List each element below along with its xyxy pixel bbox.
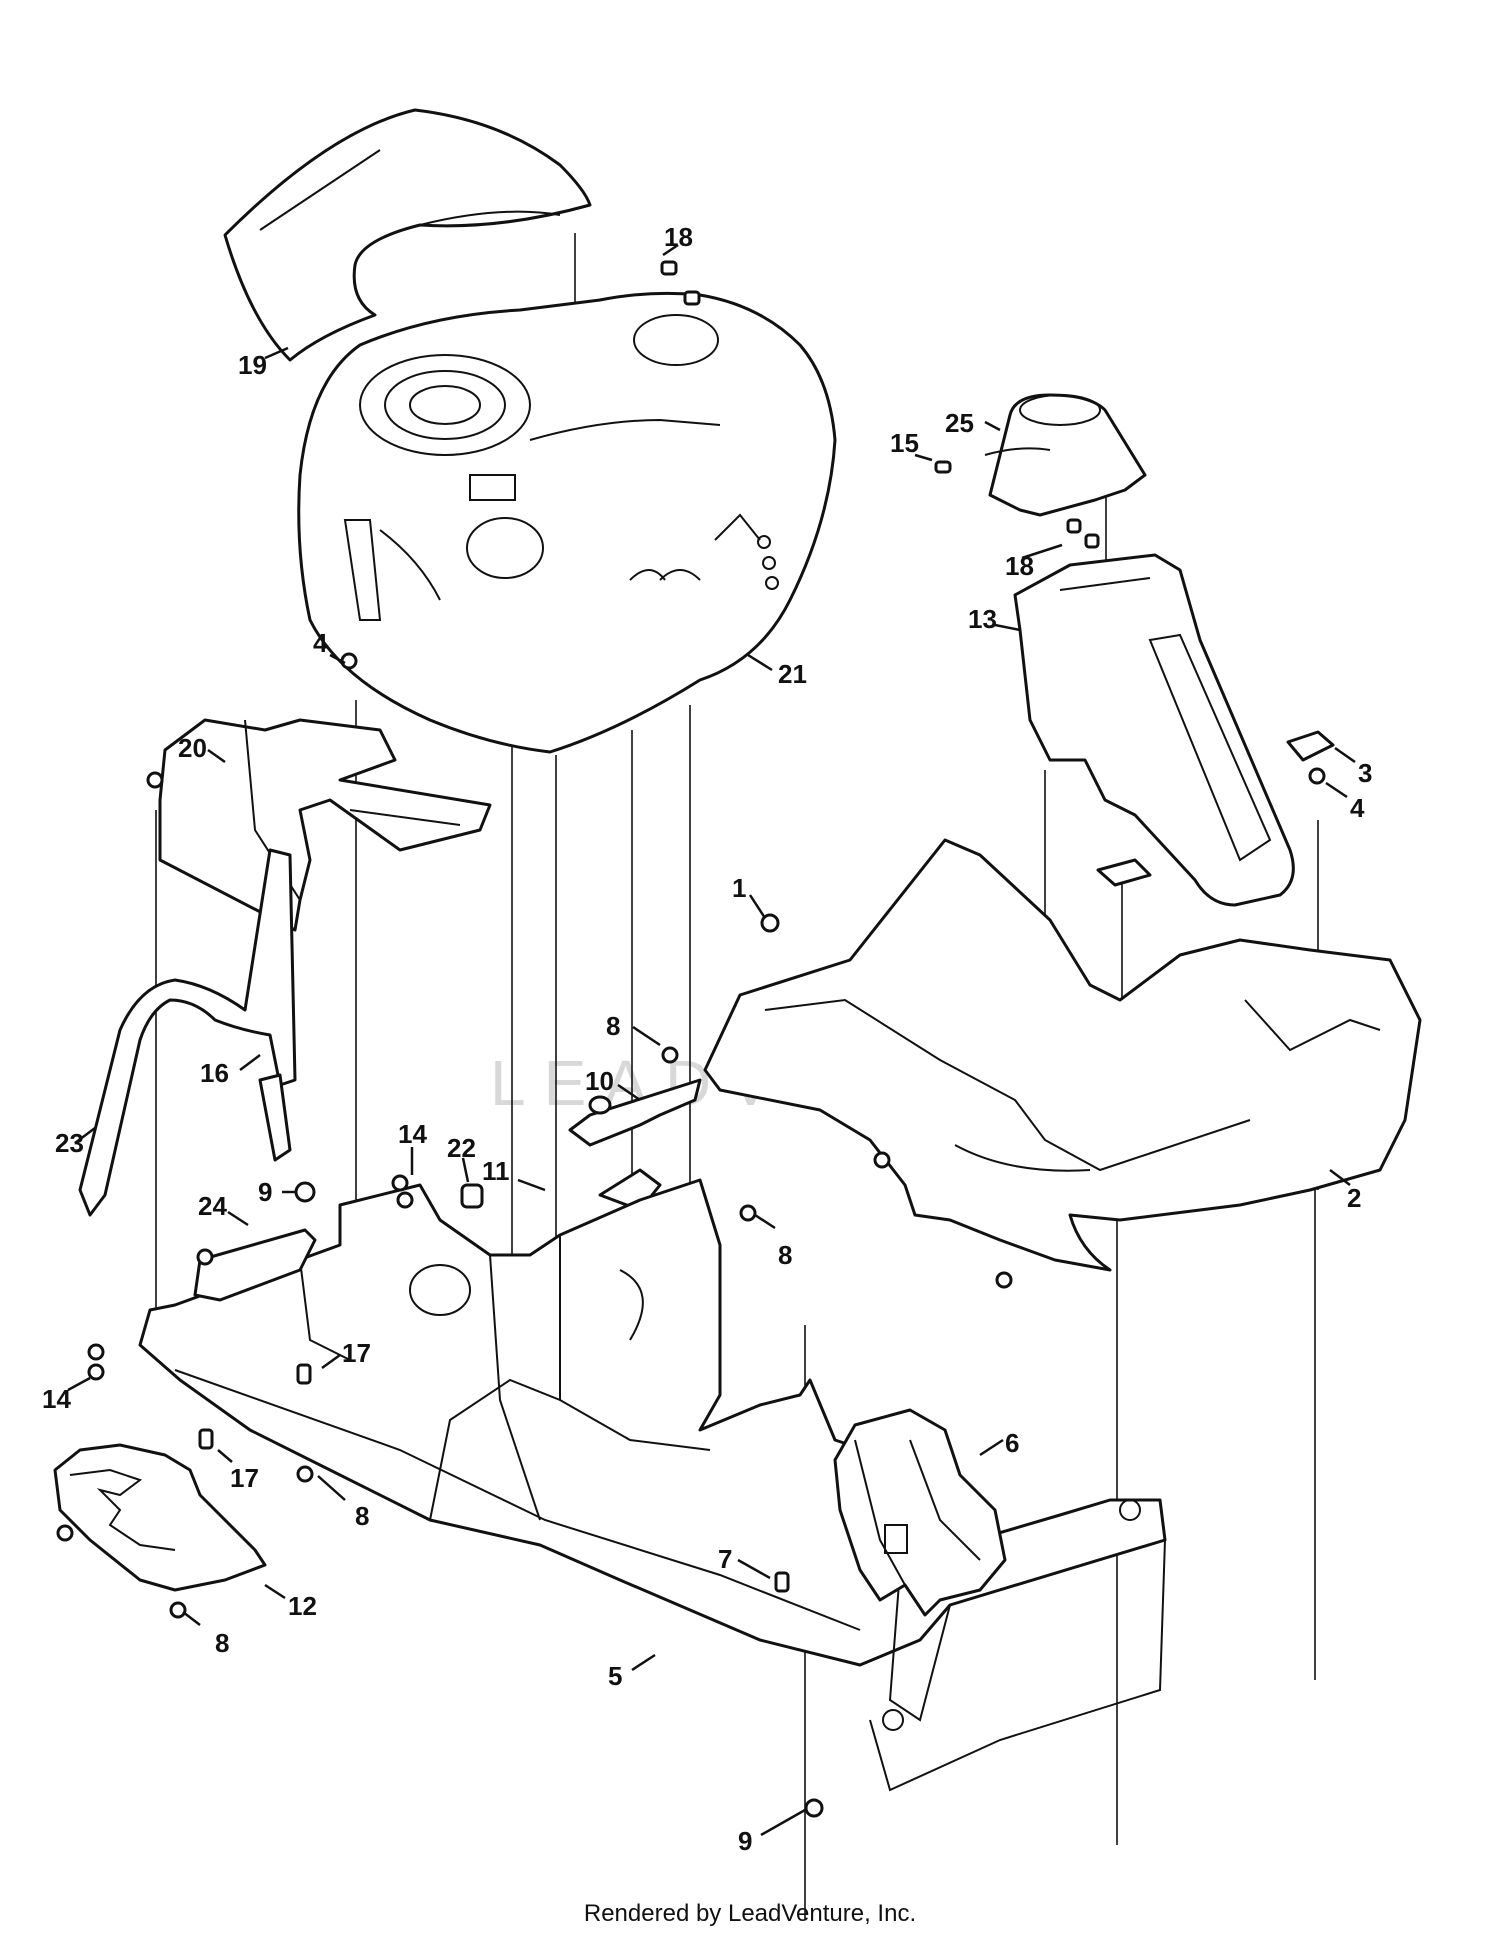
part-22-bumper (460, 1183, 484, 1209)
callout-17-top: 17 (342, 1338, 371, 1368)
callout-23: 23 (55, 1128, 84, 1158)
callout-13: 13 (968, 604, 997, 634)
callout-17-bottom: 17 (230, 1463, 259, 1493)
callouts: 19 18 21 4 25 15 18 13 3 4 20 1 8 10 16 … (42, 222, 1372, 1856)
part-cap-second (1096, 858, 1152, 887)
callout-25: 25 (945, 408, 974, 438)
part-2-fender (703, 838, 1422, 1272)
callout-2: 2 (1347, 1183, 1361, 1213)
hardware (56, 260, 1326, 1818)
callout-8-bottom: 8 (215, 1628, 229, 1658)
callout-15: 15 (890, 428, 919, 458)
callout-5: 5 (608, 1661, 622, 1691)
part-21-hood (297, 291, 837, 754)
callout-18-right: 18 (1005, 551, 1034, 581)
part-19-cover (223, 108, 592, 362)
part-3-cap (1286, 730, 1335, 762)
callout-14-left: 14 (42, 1384, 71, 1414)
part-13-console (1013, 553, 1295, 907)
part-25-steering-cover (984, 393, 1147, 517)
callout-9-bottom: 9 (738, 1826, 752, 1856)
part-16-bracket (258, 1073, 292, 1162)
callout-8-right: 8 (778, 1240, 792, 1270)
callout-4-left: 4 (313, 628, 328, 658)
callout-9-top: 9 (258, 1177, 272, 1207)
callout-24: 24 (198, 1191, 227, 1221)
callout-21: 21 (778, 659, 807, 689)
callout-8-center: 8 (606, 1011, 620, 1041)
part-10-knob (588, 1095, 612, 1115)
leader-lines (67, 243, 1356, 1837)
callout-1: 1 (732, 873, 746, 903)
callout-14-top: 14 (398, 1119, 427, 1149)
callout-6: 6 (1005, 1428, 1019, 1458)
callout-10: 10 (585, 1066, 614, 1096)
callout-3: 3 (1358, 758, 1372, 788)
callout-7: 7 (718, 1544, 732, 1574)
part-6-seat-support (833, 1408, 1007, 1617)
part-12-shift-plate (53, 1443, 267, 1592)
part-23-handle (78, 848, 297, 1217)
footer-credit: Rendered by LeadVenture, Inc. (583, 1900, 917, 1927)
callout-11: 11 (482, 1156, 510, 1186)
callout-22: 22 (447, 1133, 476, 1163)
callout-18-top: 18 (664, 222, 693, 252)
callout-16: 16 (200, 1058, 229, 1088)
callout-19: 19 (238, 350, 267, 380)
callout-12: 12 (288, 1591, 317, 1621)
callout-8-lower: 8 (355, 1501, 369, 1531)
callout-4-right: 4 (1350, 793, 1365, 823)
part-24-bracket (193, 1228, 317, 1302)
callout-20: 20 (178, 733, 207, 763)
